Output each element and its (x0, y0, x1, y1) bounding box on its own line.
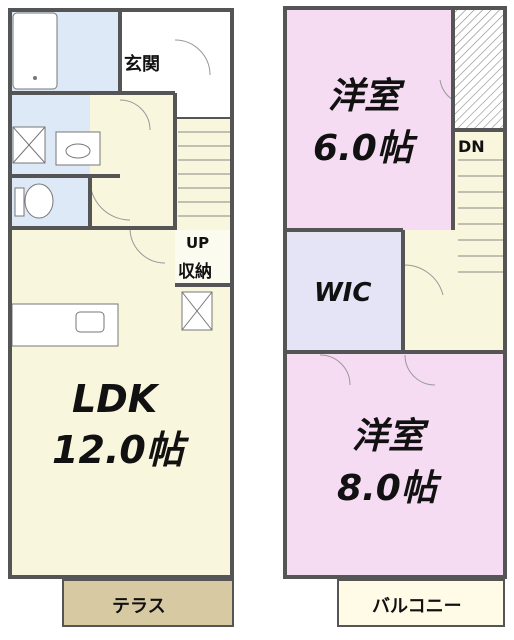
storage-room (175, 230, 230, 285)
upper-hall (403, 230, 505, 352)
terrace-label: テラス (112, 596, 166, 617)
second-floor: 洋室 6.0帖 DN WIC 洋室 8.0帖 バルコニー (283, 6, 507, 627)
closet-hatched (453, 8, 505, 130)
western-room-2 (285, 352, 505, 577)
bath-drain (33, 76, 37, 80)
western-room-1 (285, 8, 453, 230)
first-floor: 玄関 UP 収納 LDK 12.0帖 テラス (8, 8, 234, 627)
wic-room (285, 230, 403, 352)
sink-bowl (65, 143, 91, 159)
stair-treads-up (178, 131, 230, 217)
toilet-bowl (24, 183, 54, 219)
western-room-2-name: 洋室 (352, 416, 429, 457)
western-room-1-name: 洋室 (328, 76, 405, 117)
wic-label: WIC (314, 278, 371, 308)
hall (90, 95, 175, 228)
western-room-1-size: 6.0帖 (313, 128, 419, 169)
kitchen-sink (75, 311, 105, 333)
western-room-2-size: 8.0帖 (337, 468, 443, 509)
stair-up-label: UP (186, 234, 209, 252)
toilet-tank (14, 187, 25, 217)
stair-down-label: DN (458, 137, 485, 156)
terrace (62, 579, 234, 627)
bathtub (12, 12, 58, 90)
balcony (337, 579, 505, 627)
walls-1f (8, 8, 234, 579)
entrance-label: 玄関 (124, 53, 160, 75)
balcony-label: バルコニー (372, 596, 462, 617)
stair-treads-down (458, 159, 505, 273)
genkan-area (120, 10, 175, 95)
walls-2f (283, 6, 507, 579)
storage-label: 収納 (178, 261, 212, 282)
ldk-name-label: LDK (72, 377, 160, 421)
ldk-size-label: 12.0帖 (52, 428, 190, 472)
